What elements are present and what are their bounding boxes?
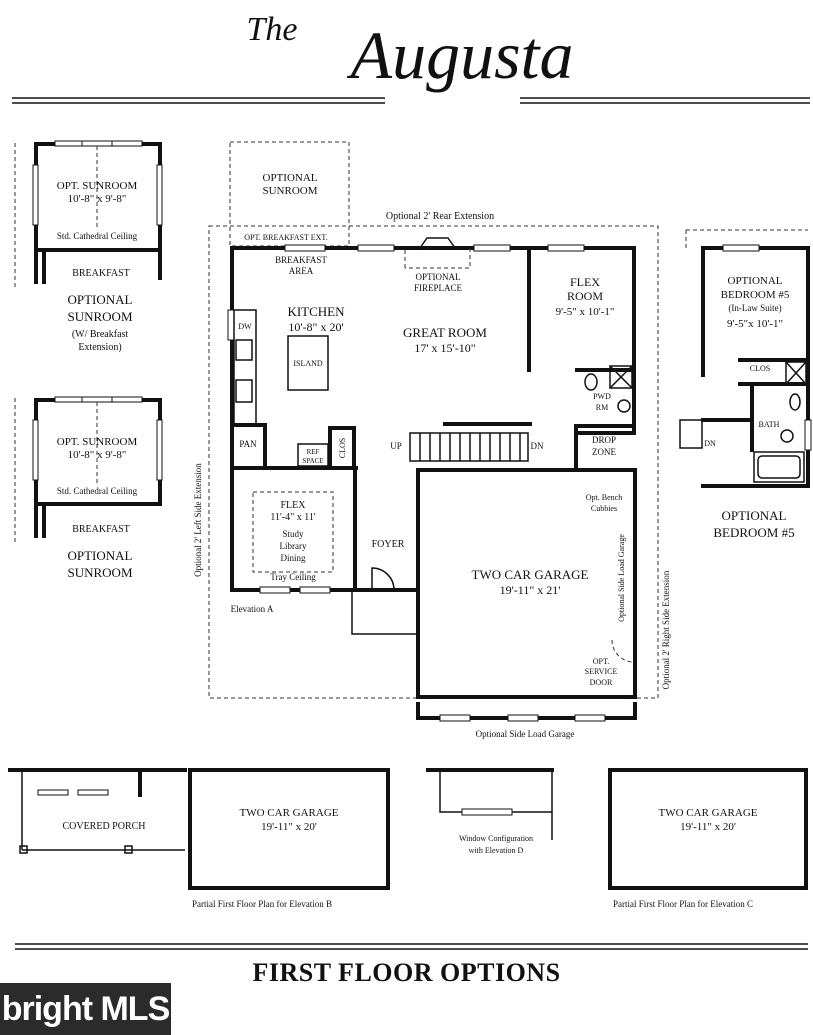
sunroom-a-caption-4: Extension) bbox=[78, 342, 121, 353]
service-door-label-1: OPT. bbox=[593, 657, 610, 666]
island-label: ISLAND bbox=[293, 359, 323, 368]
sunroom-b-ceiling: Std. Cathedral Ceiling bbox=[57, 486, 138, 496]
service-door-label-2: SERVICE bbox=[585, 667, 618, 676]
elev-b-garage-label: TWO CAR GARAGE bbox=[240, 807, 339, 819]
sunroom-a-label: OPT. SUNROOM bbox=[57, 180, 138, 192]
dn-label: DN bbox=[531, 441, 544, 451]
elevation-b-partial: COVERED PORCH TWO CAR GARAGE 19'-11" x 2… bbox=[8, 768, 390, 909]
sunroom-b-label: OPT. SUNROOM bbox=[57, 436, 138, 448]
fireplace-label-2: FIREPLACE bbox=[414, 283, 463, 293]
flex-room-label-1: FLEX bbox=[570, 275, 600, 289]
window-config-label-2: with Elevation D bbox=[469, 846, 524, 855]
bedroom5-label-1: OPTIONAL bbox=[728, 275, 783, 287]
sunroom-a-caption-2: SUNROOM bbox=[67, 309, 132, 324]
breakfast-area-label-2: AREA bbox=[289, 266, 314, 276]
elevation-a-label: Elevation A bbox=[231, 604, 274, 614]
sunroom-a-breakfast: BREAKFAST bbox=[72, 268, 130, 279]
opt-sunroom-label-1: OPTIONAL bbox=[263, 172, 318, 184]
sunroom-b-caption-2: SUNROOM bbox=[67, 565, 132, 580]
dw-label: DW bbox=[238, 322, 252, 331]
up-label: UP bbox=[390, 441, 402, 451]
ref-label-2: SPACE bbox=[302, 457, 323, 465]
flex-label: FLEX bbox=[281, 500, 307, 511]
breakfast-area-label-1: BREAKFAST bbox=[275, 255, 327, 265]
great-room-dimensions: 17' x 15'-10" bbox=[414, 341, 475, 355]
sunroom-b-breakfast: BREAKFAST bbox=[72, 524, 130, 535]
clos-label: CLOS bbox=[338, 438, 347, 458]
porch-label: COVERED PORCH bbox=[62, 821, 145, 832]
elev-c-garage-label: TWO CAR GARAGE bbox=[659, 807, 758, 819]
pwd-label-1: PWD bbox=[593, 392, 611, 401]
sunroom-b-dim: 10'-8" x 9'-8" bbox=[68, 449, 127, 461]
bedroom-5-option: OPTIONAL BEDROOM #5 (In-Law Suite) 9'-5"… bbox=[679, 229, 812, 540]
sunroom-a-caption-3: (W/ Breakfast bbox=[72, 329, 129, 340]
bedroom5-suite: (In-Law Suite) bbox=[728, 303, 781, 313]
sunroom-a-caption-1: OPTIONAL bbox=[68, 292, 133, 307]
elevation-c-partial: Window Configuration with Elevation D TW… bbox=[426, 768, 808, 909]
sunroom-option-a: OPT. SUNROOM 10'-8" x 9'-8" Std. Cathedr… bbox=[14, 140, 163, 353]
bedroom5-caption-1: OPTIONAL bbox=[722, 508, 787, 523]
dining-label: Dining bbox=[280, 553, 306, 563]
side-load-bottom-label: Optional Side Load Garage bbox=[476, 729, 575, 739]
breakfast-ext-label: OPT. BREAKFAST EXT. bbox=[244, 233, 327, 242]
right-extension-label: Optional 2' Right Side Extension bbox=[661, 570, 671, 689]
flex-room-label-2: ROOM bbox=[567, 289, 603, 303]
service-door-label-3: DOOR bbox=[590, 678, 613, 687]
foyer-label: FOYER bbox=[372, 539, 405, 550]
great-room-label: GREAT ROOM bbox=[403, 325, 487, 340]
garage-label: TWO CAR GARAGE bbox=[472, 567, 589, 582]
bench-label-2: Cubbies bbox=[591, 504, 617, 513]
left-extension-label: Optional 2' Left Side Extension bbox=[193, 463, 203, 577]
tray-ceiling-label: Tray Ceiling bbox=[270, 572, 316, 582]
elev-c-caption: Partial First Floor Plan for Elevation C bbox=[613, 899, 753, 909]
footer-heading: FIRST FLOOR OPTIONS bbox=[252, 958, 561, 987]
ref-label-1: REF bbox=[307, 448, 320, 456]
drop-zone-label-1: DROP bbox=[592, 435, 616, 445]
bench-label-1: Opt. Bench bbox=[586, 493, 622, 502]
rear-extension-label: Optional 2' Rear Extension bbox=[386, 211, 494, 222]
sunroom-a-dim: 10'-8" x 9'-8" bbox=[68, 193, 127, 205]
title-name: Augusta bbox=[347, 17, 574, 93]
elev-c-garage-dim: 19'-11" x 20' bbox=[680, 821, 736, 833]
fireplace-label-1: OPTIONAL bbox=[416, 272, 461, 282]
study-label: Study bbox=[282, 529, 304, 539]
sunroom-option-b: OPT. SUNROOM 10'-8" x 9'-8" Std. Cathedr… bbox=[14, 396, 163, 580]
garage-dimensions: 19'-11" x 21' bbox=[500, 583, 561, 597]
library-label: Library bbox=[280, 541, 307, 551]
opt-sunroom-label-2: SUNROOM bbox=[262, 185, 317, 197]
title-the: The bbox=[247, 11, 298, 48]
kitchen-label: KITCHEN bbox=[287, 304, 345, 319]
pantry-label: PAN bbox=[239, 439, 257, 449]
bedroom5-dn: DN bbox=[704, 439, 716, 448]
sunroom-b-caption-1: OPTIONAL bbox=[68, 548, 133, 563]
bright-mls-logo: bright MLS bbox=[0, 983, 171, 1035]
kitchen-dimensions: 10'-8" x 20' bbox=[288, 320, 343, 334]
elev-b-caption: Partial First Floor Plan for Elevation B bbox=[192, 899, 332, 909]
bedroom5-clos: CLOS bbox=[750, 364, 770, 373]
main-floor-plan: OPTIONAL SUNROOM Optional 2' Rear Extens… bbox=[193, 141, 671, 739]
bedroom5-bath: BATH bbox=[759, 420, 780, 429]
opt-side-load-label: Optional Side Load Garage bbox=[617, 534, 626, 622]
logo-text: bright MLS bbox=[1, 989, 171, 1028]
flex-room-dimensions: 9'-5" x 10'-1" bbox=[556, 306, 615, 318]
pwd-label-2: RM bbox=[596, 403, 608, 412]
drop-zone-label-2: ZONE bbox=[592, 447, 616, 457]
elev-b-garage-dim: 19'-11" x 20' bbox=[261, 821, 317, 833]
bedroom5-caption-2: BEDROOM #5 bbox=[713, 525, 794, 540]
sunroom-a-ceiling: Std. Cathedral Ceiling bbox=[57, 231, 138, 241]
bedroom5-dimensions: 9'-5"x 10'-1" bbox=[727, 318, 783, 330]
bedroom5-label-2: BEDROOM #5 bbox=[721, 289, 790, 301]
window-config-label-1: Window Configuration bbox=[459, 834, 533, 843]
flex-dimensions: 11'-4" x 11' bbox=[270, 512, 315, 523]
